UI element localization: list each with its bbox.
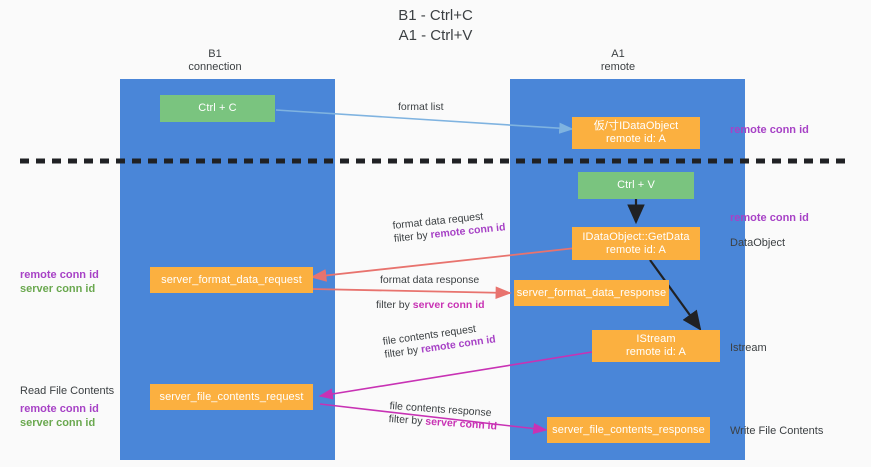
edge-label-format-data-response-filter: filter by server conn id bbox=[376, 299, 485, 312]
side-label-remote-conn-id-top: remote conn id bbox=[730, 124, 809, 136]
node-idataobject-top-line1: 仮/寸IDataObject bbox=[593, 120, 679, 132]
edge-label-file-contents-response: file contents response filter by server … bbox=[388, 400, 498, 434]
filter-value-server-conn-id: server conn id bbox=[412, 299, 485, 311]
side-label-write-file-contents: Write File Contents bbox=[730, 425, 824, 437]
edge-format-data-response bbox=[311, 286, 512, 300]
node-idataobject-top-line2: remote id: A bbox=[606, 133, 666, 145]
column-header-a1-role: remote bbox=[600, 61, 636, 73]
side-label-istream: Istream bbox=[730, 342, 767, 354]
filter-prefix-2: filter by bbox=[376, 299, 413, 311]
node-ctrl-v[interactable]: Ctrl + V bbox=[578, 172, 694, 199]
title-line-1: B1 - Ctrl+C bbox=[398, 7, 473, 24]
node-server-format-data-request-label: server_format_data_request bbox=[161, 273, 302, 286]
side-label-read-file-contents: Read File Contents bbox=[20, 385, 115, 397]
node-istream-line2: remote id: A bbox=[626, 346, 686, 358]
node-server-file-contents-request-label: server_file_contents_request bbox=[159, 390, 304, 403]
node-getdata-line1: IDataObject::GetData bbox=[582, 230, 690, 243]
node-idataobject-getdata[interactable]: IDataObject::GetData remote id: A bbox=[572, 227, 700, 260]
column-header-b1-name: B1 bbox=[208, 48, 222, 60]
node-istream-line1: IStream bbox=[636, 333, 676, 345]
side-label-left-remote-conn-id-2: remote conn id bbox=[20, 403, 99, 415]
edge-label-file-contents-request: file contents request filter by remote c… bbox=[382, 320, 497, 361]
filter-prefix-4: filter by bbox=[388, 412, 426, 428]
side-label-left-server-conn-id-2: server conn id bbox=[20, 417, 96, 429]
node-idataobject-top[interactable]: 仮/寸IDataObject remote id: A bbox=[572, 117, 700, 149]
node-getdata-line2: remote id: A bbox=[606, 243, 666, 256]
node-ctrl-v-label: Ctrl + V bbox=[617, 179, 655, 191]
title-line-2: A1 - Ctrl+V bbox=[398, 27, 473, 44]
page-title: B1 - Ctrl+C A1 - Ctrl+V bbox=[0, 6, 871, 46]
node-server-file-contents-response-label: server_file_contents_response bbox=[552, 423, 705, 436]
column-header-b1: B1 connection bbox=[155, 48, 275, 74]
node-ctrl-c[interactable]: Ctrl + C bbox=[160, 95, 275, 122]
node-istream[interactable]: IStream remote id: A bbox=[592, 330, 720, 362]
column-header-a1: A1 remote bbox=[558, 48, 678, 74]
node-server-format-data-response[interactable]: server_format_data_response bbox=[514, 280, 669, 306]
side-label-dataobject: DataObject bbox=[730, 237, 786, 249]
edge-label-format-data-response-text: format data response bbox=[380, 274, 480, 286]
column-header-b1-role: connection bbox=[188, 61, 242, 73]
column-header-a1-name: A1 bbox=[611, 48, 625, 60]
node-ctrl-c-label: Ctrl + C bbox=[198, 102, 237, 114]
node-server-format-data-response-label: server_format_data_response bbox=[516, 286, 667, 299]
edge-label-format-data-request: format data request filter by remote con… bbox=[392, 208, 506, 246]
node-server-format-data-request[interactable]: server_format_data_request bbox=[150, 267, 313, 293]
edge-label-format-list: format list bbox=[398, 101, 444, 113]
filter-prefix: filter by bbox=[393, 229, 432, 245]
node-server-file-contents-request[interactable]: server_file_contents_request bbox=[150, 384, 313, 410]
node-server-file-contents-response[interactable]: server_file_contents_response bbox=[547, 417, 710, 443]
side-label-left-server-conn-id: server conn id bbox=[20, 283, 96, 295]
side-label-left-remote-conn-id: remote conn id bbox=[20, 269, 99, 281]
edge-label-format-data-response: format data response bbox=[380, 274, 479, 287]
side-label-remote-conn-id-mid: remote conn id bbox=[730, 212, 809, 224]
